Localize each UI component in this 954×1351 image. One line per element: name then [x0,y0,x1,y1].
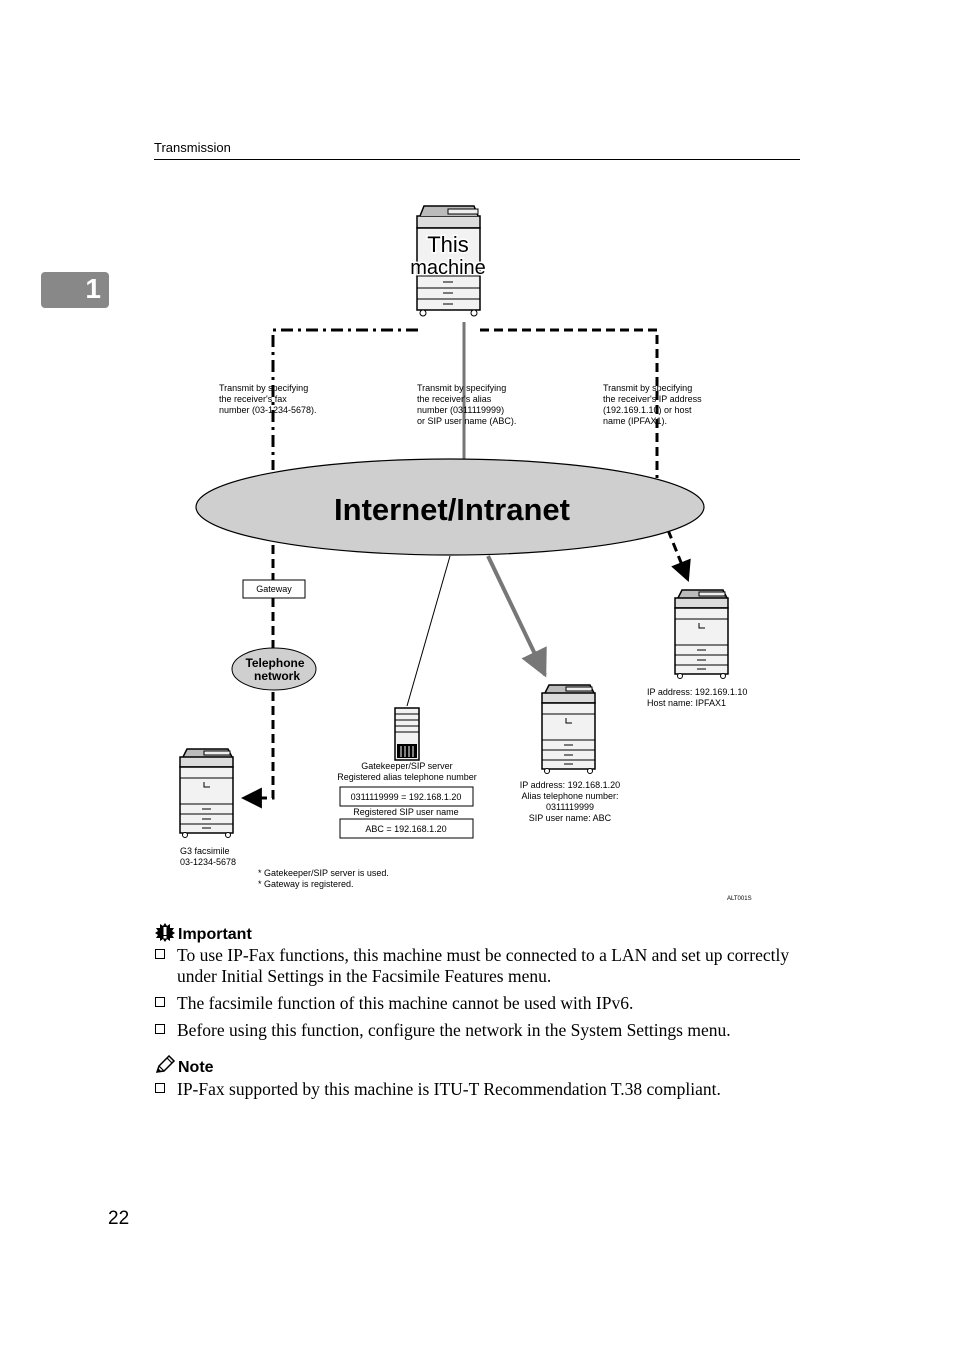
chapter-tab: 1 [41,272,109,308]
chapter-number: 1 [85,273,101,304]
route-ip-line3: (192.169.1.10) or host [603,405,692,415]
machine-mid-line1: IP address: 192.168.1.20 [520,780,620,790]
note-item-text: IP-Fax supported by this machine is ITU-… [177,1079,721,1099]
note-heading: Note [154,1054,214,1080]
gateway-box [242,579,306,599]
internet-label: Internet/Intranet [334,492,570,527]
note-item: IP-Fax supported by this machine is ITU-… [154,1079,814,1100]
route-alias-line2: the receiver's alias [417,394,492,404]
important-item: Before using this function, configure th… [154,1020,814,1041]
sip-entry: ABC = 192.168.1.20 [365,824,446,834]
telephone-network-line2: network [254,669,300,683]
telephone-network [231,647,317,691]
machine-right-line1: IP address: 192.169.1.10 [647,687,747,697]
route-alias-line1: Transmit by specifying [417,383,506,393]
note-list: IP-Fax supported by this machine is ITU-… [154,1079,814,1106]
important-item: The facsimile function of this machine c… [154,993,814,1014]
route-fax-line1: Transmit by specifying [219,383,308,393]
route-fax-line2: the receiver's fax [219,394,287,404]
route-ip-line4: name (IPFAX1). [603,416,667,426]
important-item-text: The facsimile function of this machine c… [177,993,634,1013]
g3-facsimile-icon [179,748,234,838]
footnote-2: * Gateway is registered. [258,879,354,889]
figure-id: ALT001S [727,896,752,902]
important-list: To use IP-Fax functions, this machine mu… [154,945,814,1047]
route-alias-line4: or SIP user name (ABC). [417,416,516,426]
machine-mid-icon [541,684,596,774]
g3-label-line2: 03-1234-5678 [180,857,236,867]
machine-mid-line2: Alias telephone number: [521,791,618,801]
important-item-text: Before using this function, configure th… [177,1020,731,1040]
note-title: Note [178,1058,214,1076]
alias-entry: 0311119999 = 192.168.1.20 [351,792,462,802]
important-item-text: To use IP-Fax functions, this machine mu… [177,945,790,986]
g3-label-line1: G3 facsimile [180,846,230,856]
connection-lines [240,322,691,809]
machine-mid-line3: 0311119999 [546,802,594,812]
header-rule [154,159,800,160]
this-machine-label-line1: This [427,232,469,257]
important-icon [154,922,176,947]
telephone-network-line1: Telephone [245,656,304,670]
route-fax-line3: number (03-1234-5678). [219,405,317,415]
gatekeeper-title-line2: Registered alias telephone number [337,772,477,782]
checkbox-icon [155,997,165,1007]
page-number: 22 [108,1208,130,1229]
pencil-icon [154,1054,176,1080]
important-heading: Important [154,922,252,947]
this-machine-label-line2: machine [410,257,486,279]
sip-entry-box [339,818,474,839]
machine-right-icon [674,589,729,679]
machine-right-line2: Host name: IPFAX1 [647,698,726,708]
gatekeeper-title-line1: Gatekeeper/SIP server [361,761,452,771]
route-ip-line1: Transmit by specifying [603,383,692,393]
important-title: Important [178,925,252,943]
footnote-1: * Gatekeeper/SIP server is used. [258,868,389,878]
important-item: To use IP-Fax functions, this machine mu… [154,945,814,987]
alias-entry-box [339,786,474,807]
running-header: Transmission [154,140,231,155]
sip-label: Registered SIP user name [353,807,458,817]
checkbox-icon [155,1083,165,1093]
route-alias-line3: number (0311119999) [417,405,504,415]
machine-mid-line4: SIP user name: ABC [529,813,612,823]
gateway-label: Gateway [256,584,292,594]
checkbox-icon [155,1024,165,1034]
route-ip-line2: the receiver's IP address [603,394,702,404]
checkbox-icon [155,949,165,959]
this-machine-icon [416,205,481,317]
internet-cloud [195,458,705,556]
gatekeeper-server-icon [394,707,420,761]
